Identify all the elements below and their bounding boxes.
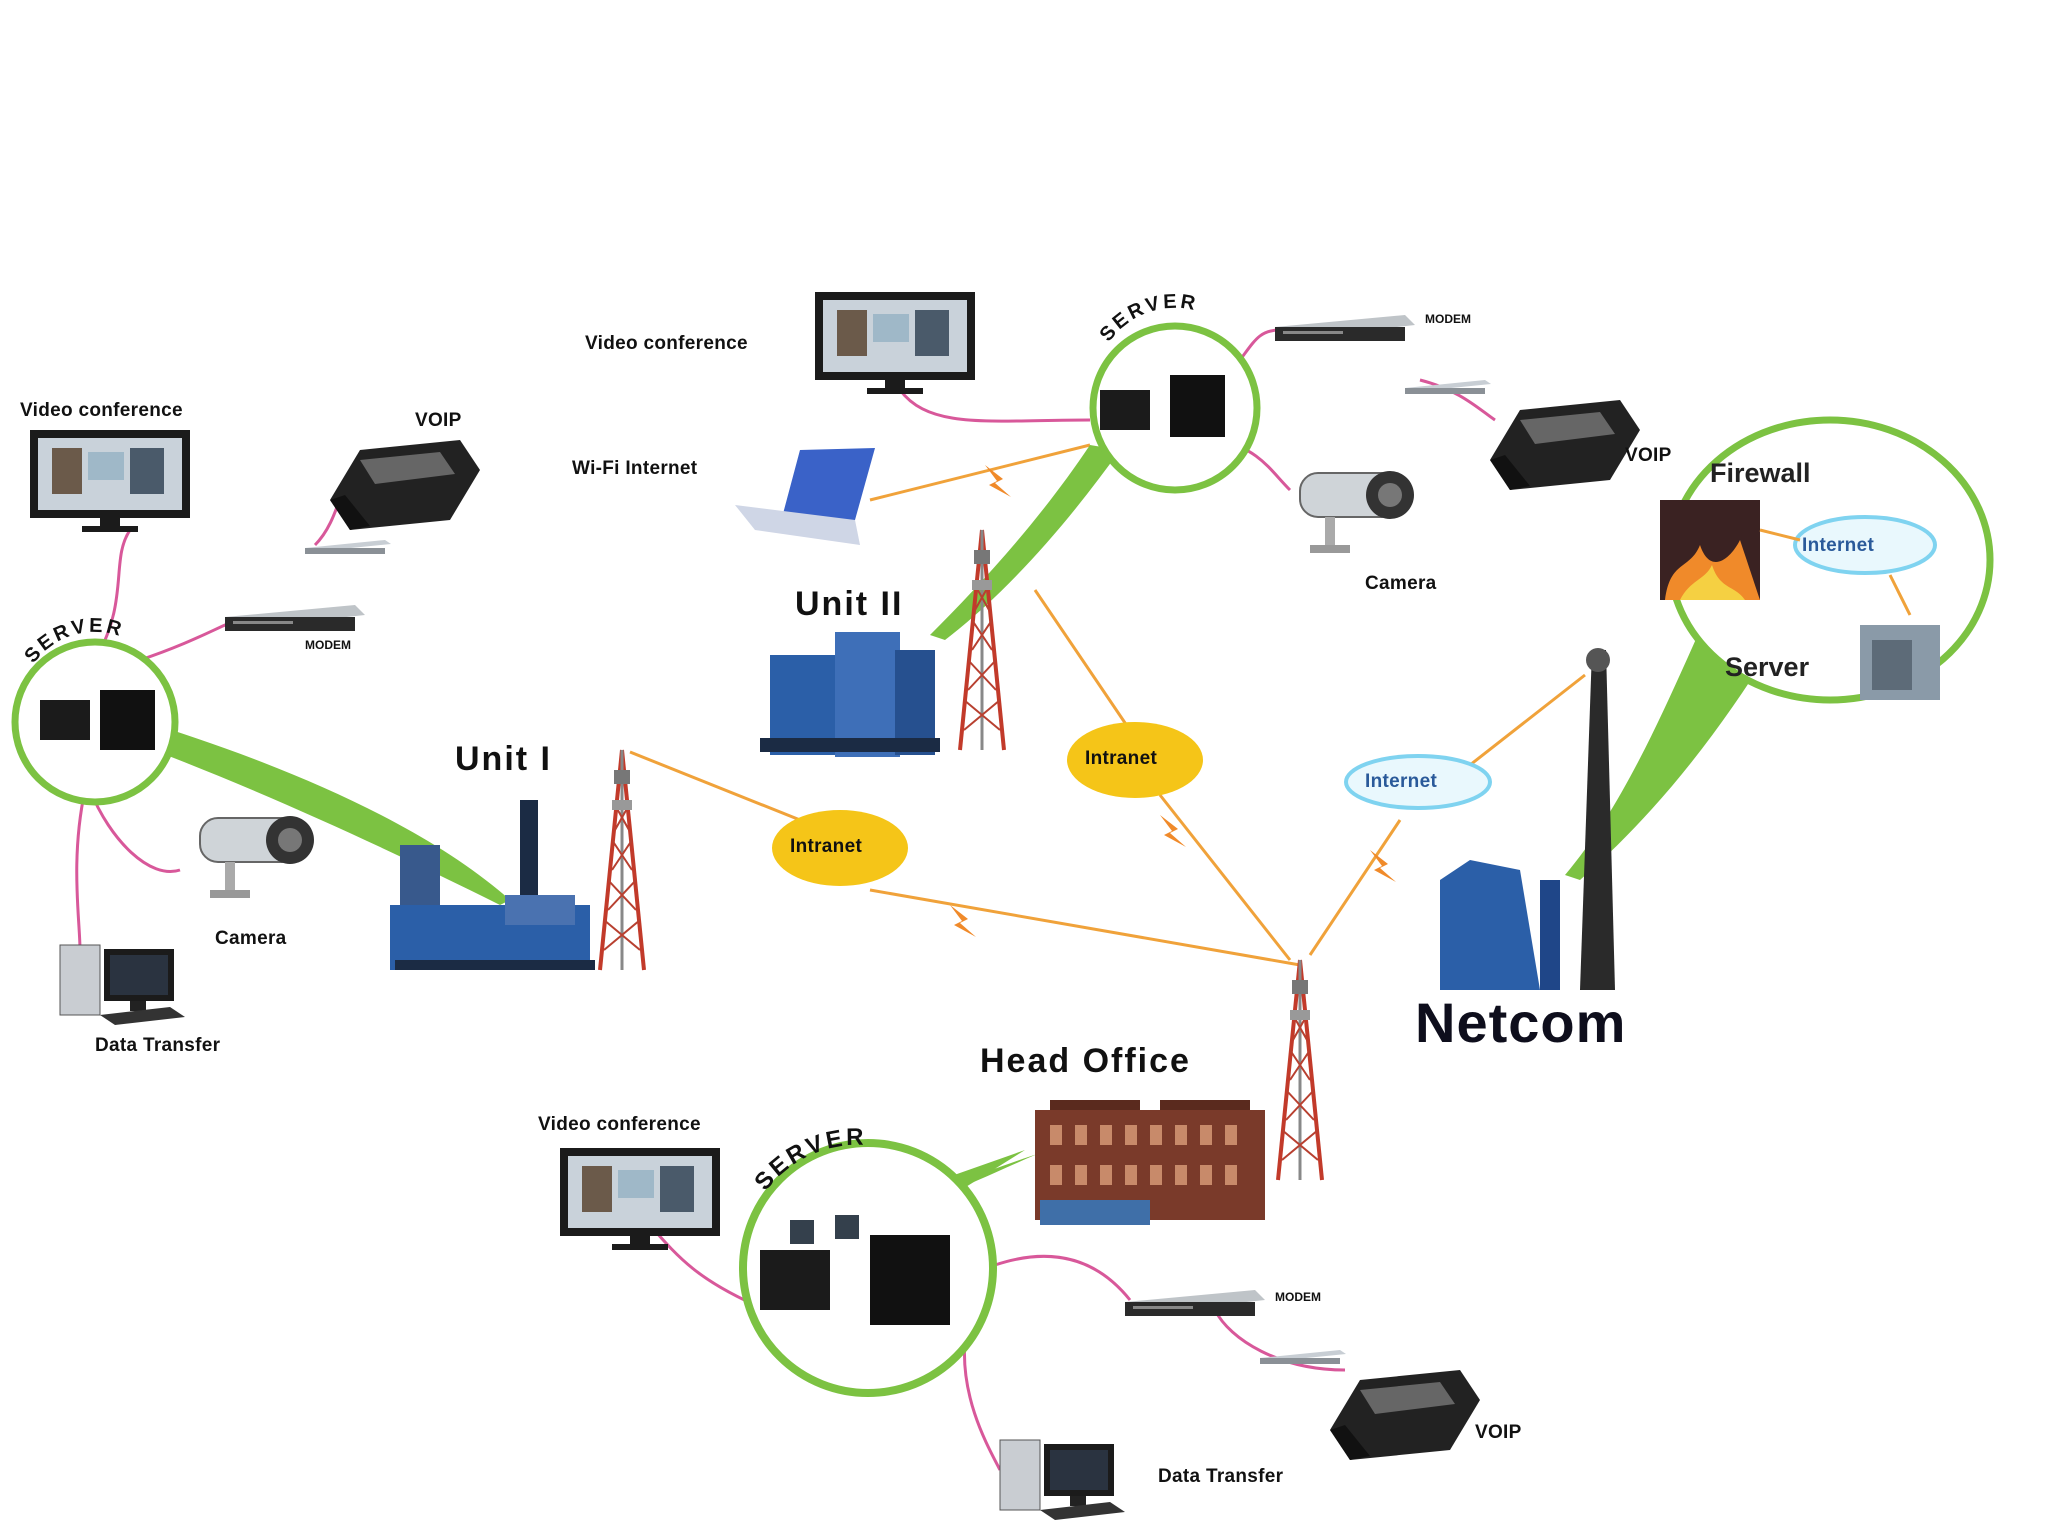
netcom-title: Netcom <box>1415 991 1627 1054</box>
head-office-voip-label: VOIP <box>1475 1422 1522 1443</box>
netcom-server-label: Server <box>1725 652 1810 682</box>
building-icon <box>760 632 940 757</box>
internet-badge <box>1344 754 1492 810</box>
intranet-badge <box>772 810 908 886</box>
lightning-icon <box>950 905 976 937</box>
switch-icon <box>1405 380 1491 394</box>
computer-icon <box>59 944 186 1026</box>
tower-icon <box>598 748 646 972</box>
computer-icon <box>999 1439 1126 1521</box>
head-office-video-label: Video conference <box>538 1114 701 1135</box>
building-icon <box>1440 860 1560 990</box>
intranet-badge <box>1067 722 1203 798</box>
unit2-voip-label: VOIP <box>1625 445 1672 466</box>
head-office-title: Head Office <box>980 1042 1191 1080</box>
phone-icon <box>1330 1370 1480 1460</box>
lightning-icon <box>1160 815 1186 847</box>
unit1-title: Unit I <box>455 740 552 778</box>
modem-icon <box>1125 1290 1265 1316</box>
tower-icon <box>1580 648 1615 990</box>
building-icon <box>1035 1100 1265 1225</box>
netcom-cluster <box>1440 416 1994 990</box>
monitor-icon <box>815 292 975 394</box>
phone-icon <box>330 440 480 530</box>
intranet-label-2: Intranet <box>1085 748 1158 769</box>
intranet-label-1: Intranet <box>790 836 863 857</box>
unit2-modem-label: MODEM <box>1425 312 1471 326</box>
head-office-cluster <box>560 958 1480 1521</box>
unit2-video-label: Video conference <box>585 333 748 354</box>
head-office-data-label: Data Transfer <box>1158 1466 1284 1487</box>
unit2-camera-label: Camera <box>1365 573 1437 594</box>
monitor-icon <box>560 1148 720 1250</box>
unit1-data-label: Data Transfer <box>95 1035 221 1056</box>
server-icon <box>1860 625 1940 700</box>
head-office-modem-label: MODEM <box>1275 1290 1321 1304</box>
unit2-cluster <box>735 292 1640 757</box>
unit2-wifi-label: Wi-Fi Internet <box>572 458 698 479</box>
tower-icon <box>1276 958 1324 1182</box>
firewall-icon <box>1660 500 1760 600</box>
modem-icon <box>1275 315 1415 341</box>
unit1-video-label: Video conference <box>20 400 183 421</box>
unit1-camera-label: Camera <box>215 928 287 949</box>
unit1-modem-label: MODEM <box>305 638 351 652</box>
building-icon <box>390 800 595 970</box>
netcom-firewall-label: Firewall <box>1710 458 1811 488</box>
lightning-icon <box>985 465 1011 497</box>
internet-label: Internet <box>1365 771 1438 792</box>
switch-icon <box>1260 1350 1346 1364</box>
lightning-icon <box>1370 850 1396 882</box>
laptop-icon <box>735 448 875 545</box>
unit1-voip-label: VOIP <box>415 410 462 431</box>
modem-icon <box>225 605 365 631</box>
unit2-title: Unit II <box>795 585 904 623</box>
camera-icon <box>1299 470 1415 554</box>
camera-icon <box>199 815 315 899</box>
tower-icon <box>958 528 1006 752</box>
monitor-icon <box>30 430 190 532</box>
netcom-internet-label: Internet <box>1802 535 1875 556</box>
unit1-cluster <box>11 430 646 1026</box>
phone-icon <box>1490 400 1640 490</box>
